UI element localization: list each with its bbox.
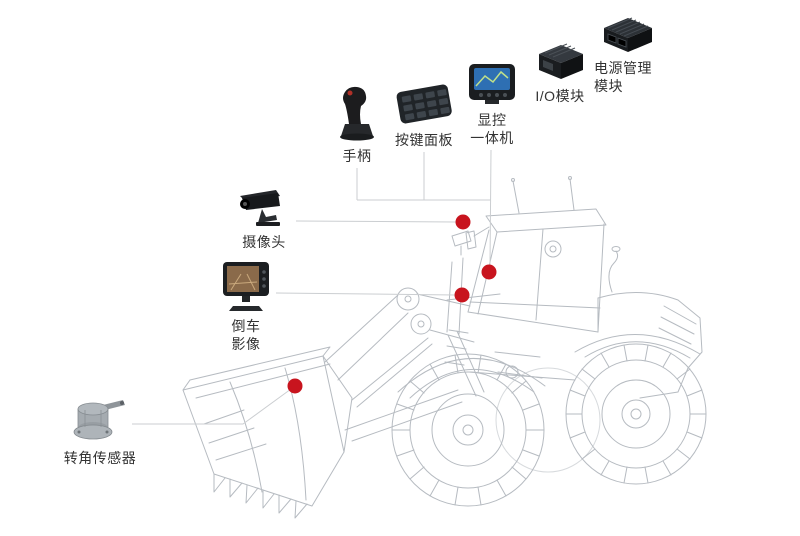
component-label-display-unit: 显控 一体机 [470, 112, 514, 147]
component-camera: 摄像头 [234, 186, 294, 251]
marker-dot-camera [455, 214, 471, 230]
component-label-power-module: 电源管理 模块 [594, 60, 652, 95]
connector-reverse-view [275, 292, 456, 296]
component-display-unit: 显控 一体机 [464, 62, 520, 147]
joystick-icon [335, 84, 379, 144]
component-power-module: 电源管理 模块 [594, 12, 662, 95]
connector-lines [132, 149, 492, 425]
component-io-module: I/O模块 [528, 40, 592, 105]
mounted-camera-sketch [451, 230, 472, 247]
component-reverse-view: 倒车 影像 [218, 260, 274, 353]
monitor-icon [221, 260, 271, 314]
component-label-joystick: 手柄 [342, 148, 372, 164]
component-label-keypad: 按键面板 [395, 132, 453, 148]
marker-dot-reverse-view [454, 287, 470, 303]
component-label-camera: 摄像头 [242, 234, 286, 250]
component-keypad: 按键面板 [392, 78, 456, 149]
marker-dot-cab-console [481, 264, 497, 280]
component-label-io-module: I/O模块 [535, 88, 585, 104]
keypad-icon [392, 78, 456, 128]
connector-display [489, 149, 492, 267]
component-joystick: 手柄 [325, 84, 389, 165]
marker-dots [287, 214, 497, 394]
marker-dot-angle-sensor [287, 378, 303, 394]
camera-icon [236, 186, 292, 230]
component-label-reverse-view: 倒车 影像 [231, 318, 261, 353]
connector-camera [295, 220, 457, 223]
component-angle-sensor: 转角传感器 [62, 396, 138, 467]
sensor-icon [71, 396, 129, 446]
power-module-icon [598, 12, 658, 56]
display-icon [467, 62, 517, 108]
io-module-icon [531, 40, 589, 84]
connector-angle-sensor [132, 388, 292, 425]
component-label-angle-sensor: 转角传感器 [63, 450, 137, 466]
wheel-loader-wireframe [182, 176, 707, 519]
